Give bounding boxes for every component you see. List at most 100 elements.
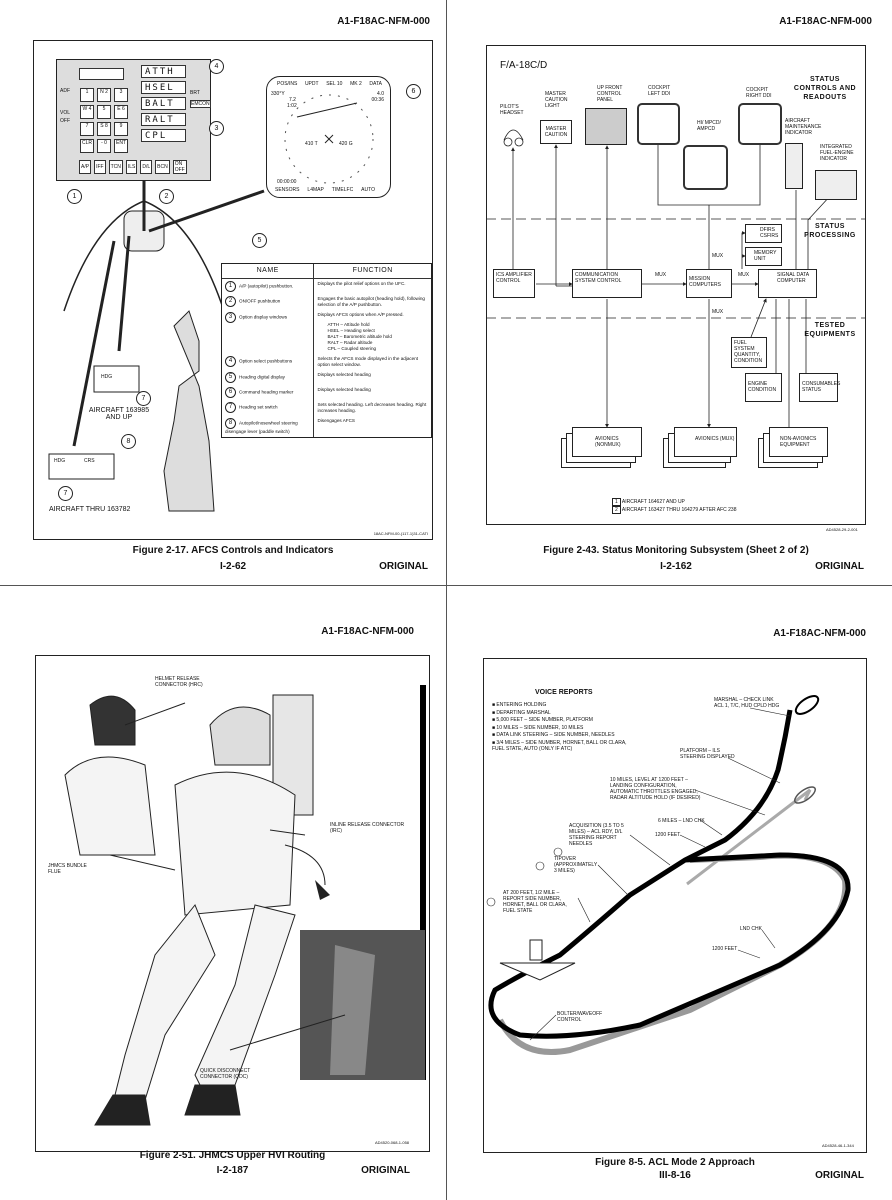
option-window-atth[interactable]: ATTH bbox=[141, 65, 186, 78]
item-name: Autopilot/nosewheel steering disengage l… bbox=[225, 420, 298, 434]
key[interactable]: S 8 bbox=[97, 122, 111, 136]
page-status: ORIGINAL bbox=[379, 561, 428, 572]
callout-1: 1 bbox=[67, 189, 82, 204]
aircraft-title: F/A-18C/D bbox=[500, 60, 548, 71]
jhmcs-bundle-label: JHMCS BUNDLE FLUE bbox=[48, 863, 87, 875]
scratchpad-display bbox=[79, 68, 124, 80]
note-text: AIRCRAFT 163427 THRU 164279 AFTER AFC 23… bbox=[621, 507, 737, 513]
voice-report-text: 5,000 feet – SIDE NUMBER, PLATFORM bbox=[496, 717, 593, 723]
note-1: 1 AIRCRAFT 164627 AND UP bbox=[612, 498, 685, 506]
page-status: ORIGINAL bbox=[815, 561, 864, 572]
note-number: 2 bbox=[612, 506, 621, 514]
vol-label: VOL bbox=[60, 110, 71, 116]
afcs-option-desc: RALT – Radar altitude bbox=[327, 340, 373, 345]
note-text: AIRCRAFT 164627 AND UP bbox=[621, 499, 685, 505]
option-window-ralt[interactable]: RALT bbox=[141, 113, 186, 126]
key[interactable]: W 4 bbox=[80, 105, 94, 119]
crs-label: CRS bbox=[84, 458, 95, 464]
ddi-readout: 7.2 bbox=[289, 97, 296, 103]
iff-button[interactable]: IFF bbox=[94, 160, 106, 174]
callout-6: 6 bbox=[406, 84, 421, 99]
voice-report-text: Departing marshal bbox=[496, 709, 551, 716]
hdg-label: HDG bbox=[54, 458, 66, 464]
section-status-controls: STATUS CONTROLS AND READOUTS bbox=[793, 76, 857, 101]
lnd-chk-annotation: LND CHK bbox=[740, 926, 762, 932]
ifei-icon bbox=[815, 170, 857, 200]
pilot-illustration bbox=[64, 685, 426, 1126]
voice-report-text: 3/4 miles – SIDE NUMBER, HORNET, BALL OR… bbox=[492, 739, 627, 752]
ami-label: AIRCRAFT MAINTENANCE INDICATOR bbox=[785, 118, 822, 136]
left-ddi-label: COCKPIT LEFT DDI bbox=[648, 85, 671, 97]
item-name: Option display windows bbox=[239, 314, 288, 320]
ddi-label: DATA bbox=[369, 81, 382, 87]
key[interactable]: N 2 bbox=[97, 88, 111, 102]
callout-3: 3 bbox=[209, 121, 224, 136]
key[interactable]: ENT bbox=[114, 139, 128, 153]
page-status: ORIGINAL bbox=[361, 1165, 410, 1176]
item-name: ON/OFF pushbutton bbox=[239, 298, 281, 304]
note-number: 1 bbox=[612, 498, 621, 506]
mpcd-label: HI/ MPCD/ AMPCD bbox=[697, 120, 721, 132]
on-off-button[interactable]: ON OFF bbox=[172, 160, 187, 174]
item-name: A/P (autopilot) pushbutton. bbox=[239, 283, 294, 289]
col-function: FUNCTION bbox=[313, 264, 431, 279]
hdg-label: HDG bbox=[101, 374, 113, 380]
ap-button[interactable]: A/P bbox=[79, 160, 92, 174]
doc-id: A1-F18AC-NFM-000 bbox=[773, 628, 866, 639]
altitude-annotation: 1200 FEET bbox=[655, 832, 681, 838]
ils-button[interactable]: ILS bbox=[125, 160, 138, 174]
option-window-cpl[interactable]: CPL bbox=[141, 129, 186, 142]
dl-button[interactable]: D/L bbox=[140, 160, 153, 174]
option-windows: ATTH HSEL BALT RALT CPL bbox=[141, 65, 186, 145]
voice-report-text: Data link steering – SIDE NUMBER, NEEDLE… bbox=[496, 732, 615, 738]
doc-id: A1-F18AC-NFM-000 bbox=[321, 626, 414, 637]
ddi-compass-svg bbox=[284, 94, 374, 184]
bolter-annotation: BOLTER/WAVEOFF CONTROL bbox=[557, 1011, 603, 1023]
tcn-button[interactable]: TCN bbox=[108, 160, 123, 174]
key[interactable]: CLR bbox=[80, 139, 94, 153]
col-name: NAME bbox=[222, 264, 314, 279]
option-window-hsel[interactable]: HSEL bbox=[141, 81, 186, 94]
bcn-button[interactable]: BCN bbox=[155, 160, 170, 174]
item-number: 5 bbox=[225, 372, 236, 383]
ddi-label: UPDT bbox=[304, 81, 319, 87]
callout-8: 8 bbox=[121, 434, 136, 449]
irc-label: INLINE RELEASE CONNECTOR (IRC) bbox=[330, 822, 405, 834]
csfirs-label: CSFIRS bbox=[760, 233, 779, 239]
key[interactable]: 5 bbox=[97, 105, 111, 119]
memory-unit-box: MEMORY UNIT bbox=[745, 247, 782, 266]
ics-amplifier-control-box: ICS AMPLIFIER CONTROL bbox=[493, 269, 535, 298]
section-status-processing: STATUS PROCESSING bbox=[804, 223, 856, 239]
mux-label: MUX bbox=[712, 253, 724, 259]
ami-icon bbox=[785, 143, 803, 189]
voice-report-item: ■ Data link steering – SIDE NUMBER, NEED… bbox=[492, 732, 615, 738]
key[interactable]: 7 bbox=[80, 122, 94, 136]
item-function: Displays AFCS options when A/P pressed. bbox=[317, 312, 404, 317]
afcs-option-desc: CPL – Coupled steering bbox=[327, 346, 377, 351]
cockpit-illustration bbox=[48, 181, 265, 512]
key[interactable]: - 0 bbox=[97, 139, 111, 153]
option-window-balt[interactable]: BALT bbox=[141, 97, 186, 110]
master-caution-light: MASTER CAUTION bbox=[540, 120, 572, 144]
connection-lines bbox=[486, 129, 866, 428]
heading-digital-display: 00:00:00 bbox=[277, 179, 297, 185]
mission-computers-box: MISSION COMPUTERS bbox=[686, 269, 732, 298]
master-caution-label: MASTER CAUTION LIGHT bbox=[545, 91, 568, 109]
voice-report-item: ■ 10 miles – SIDE NUMBER, 10 MILES bbox=[492, 724, 584, 731]
marshal-annotation: Marshal – CHECK LINK ACL 1, T/C, HUD CPL… bbox=[714, 697, 780, 709]
item-number: 6 bbox=[225, 387, 236, 398]
key[interactable]: 3 bbox=[114, 88, 128, 102]
voice-report-item: ■ 3/4 miles – SIDE NUMBER, HORNET, BALL … bbox=[492, 739, 627, 752]
key[interactable]: E 6 bbox=[114, 105, 128, 119]
key[interactable]: 1 bbox=[80, 88, 94, 102]
acquisition-annotation: Acquisition (3.5 to 5 miles) – ACL RDY, … bbox=[569, 823, 624, 847]
right-ddi-icon bbox=[738, 103, 782, 145]
item-name: Command heading marker bbox=[239, 389, 294, 395]
emcon-button[interactable]: EMCON bbox=[190, 100, 211, 108]
voice-reports-title: VOICE REPORTS bbox=[535, 689, 593, 696]
ddi-label: L4MAP bbox=[307, 187, 324, 193]
key[interactable]: 9 bbox=[114, 122, 128, 136]
